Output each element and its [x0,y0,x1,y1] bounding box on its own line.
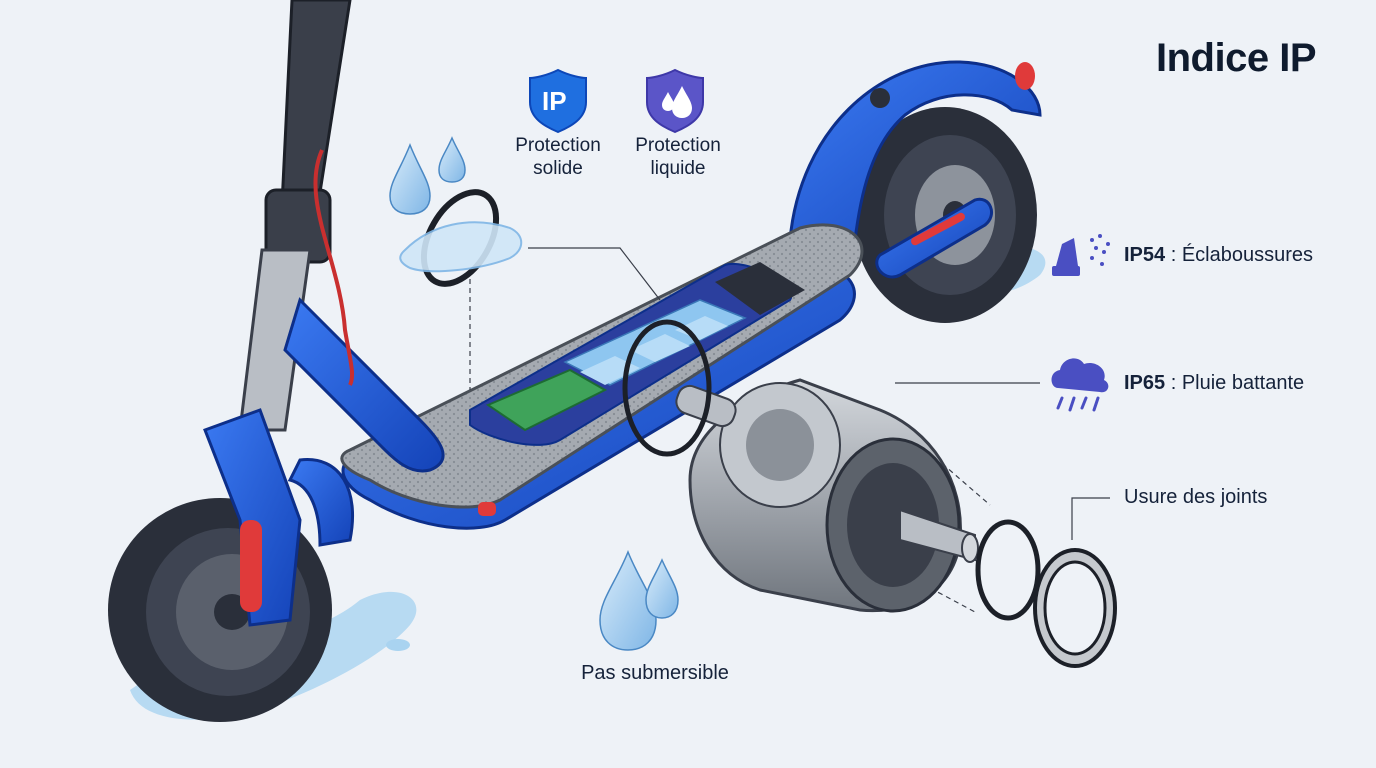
page-title: Indice IP [1156,36,1317,80]
hub-motor [675,378,979,613]
rear-light [1015,62,1035,90]
front-fork [203,408,302,627]
front-fender [287,458,355,547]
controller-board [485,368,608,432]
stem-neck [238,248,312,432]
liquid-protection-label: Protection liquide [635,135,721,179]
rating-ip54: IP54 : Éclaboussures [1124,244,1313,267]
seal-wear-label: Usure des joints [1124,486,1268,508]
solid-protection-label: Protection solide [515,135,601,179]
rating-description: Pluie battante [1181,372,1305,394]
seal-rings [420,189,1117,668]
brake-cable [313,149,355,386]
rating-ip65: IP65 : Pluie battante [1124,372,1304,395]
water-drop-icon [389,136,466,215]
rating-code: IP54 [1124,244,1166,266]
water-drops-icon [599,549,679,651]
shield-ip-icon [529,68,587,134]
rating-separator: : [1165,244,1182,266]
rating-code: IP65 [1124,372,1166,394]
brake-button [870,88,890,108]
seal-water-patch [399,221,523,273]
rating-description: Éclaboussures [1181,244,1314,266]
front-reflector [240,520,262,612]
spray-icon [1052,234,1110,276]
shield-drop-icon [646,68,704,134]
ip-badge-text: IP [542,86,567,116]
deck-reflector [478,502,496,516]
frame-neck [283,297,445,473]
rating-separator: : [1165,372,1182,394]
rain-cloud-icon [1051,358,1109,412]
connector-block [715,262,805,315]
not-submersible-label: Pas submersible [581,662,729,684]
